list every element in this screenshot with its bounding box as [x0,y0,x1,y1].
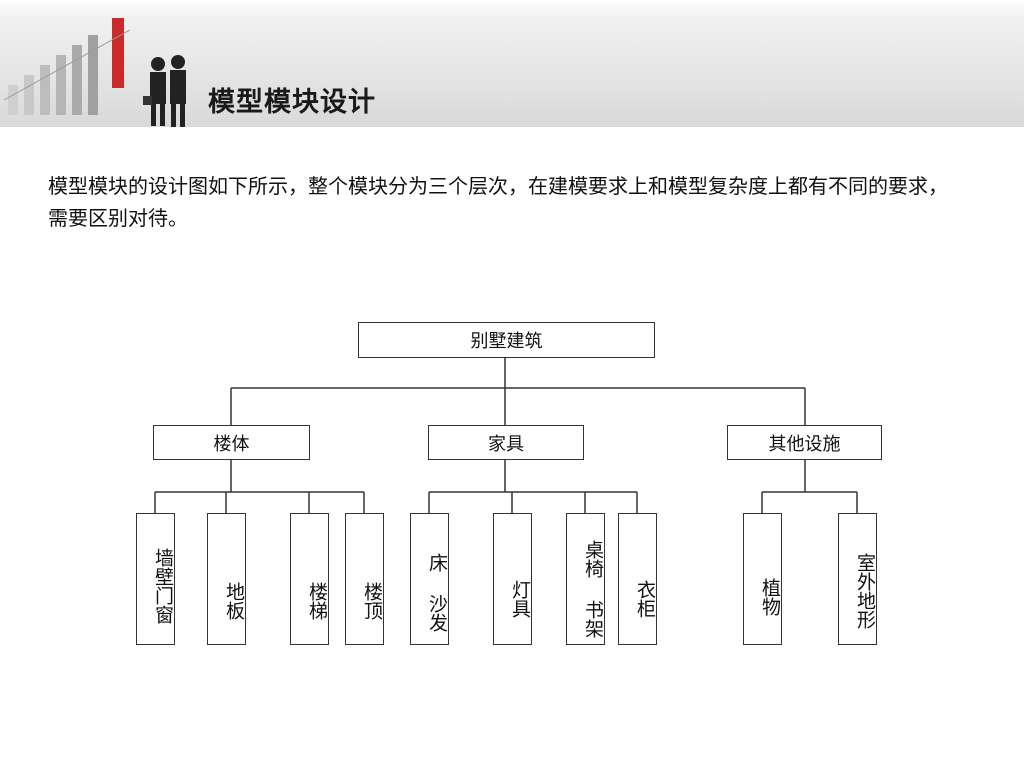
header-top-strip [0,0,1024,18]
node-building: 楼体 [153,425,310,460]
businessmen-illustration [143,55,186,127]
node-tables-chairs-bookshelves: 桌椅 书架 [566,513,605,645]
header-banner: 模型模块设计 [0,0,1024,127]
node-facilities: 其他设施 [727,425,882,460]
node-lamps: 灯具 [493,513,532,645]
node-outdoor-terrain: 室外地形 [838,513,877,645]
intro-paragraph: 模型模块的设计图如下所示，整个模块分为三个层次，在建模要求上和模型复杂度上都有不… [48,174,948,230]
node-plants: 植物 [743,513,782,645]
node-stairs: 楼梯 [290,513,329,645]
node-root: 别墅建筑 [358,322,655,358]
slide-title: 模型模块设计 [208,87,376,118]
node-roof: 楼顶 [345,513,384,645]
node-furniture: 家具 [428,425,584,460]
bar-chart-illustration [3,18,131,115]
node-wardrobe: 衣柜 [618,513,657,645]
node-walls-doors-windows: 墙壁门窗 [136,513,175,645]
node-floor: 地板 [207,513,246,645]
node-bed-sofa: 床 沙发 [410,513,449,645]
